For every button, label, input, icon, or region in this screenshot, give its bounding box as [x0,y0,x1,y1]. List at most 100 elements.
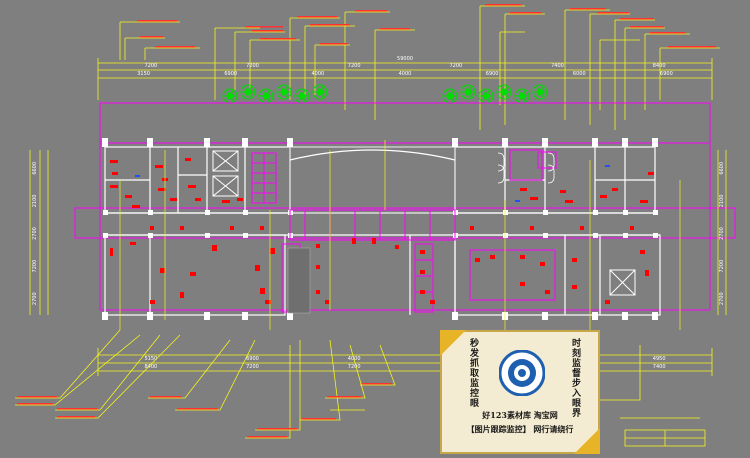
dimension-label: 2700 [719,227,725,240]
column [502,138,508,147]
tree-icon [496,84,512,100]
column [242,312,248,320]
security-equipment [110,158,654,304]
camera-mark [158,188,166,191]
dimension-label: 3150 [137,71,150,77]
dimension-label: 8400 [144,364,157,370]
column [102,312,108,320]
dimension-label: 7200 [348,364,361,370]
camera-mark [170,198,177,201]
camera-mark [572,258,577,262]
top-dimension-chain [97,58,713,100]
camera-mark [270,248,275,254]
watermark-right-text: 时刻监督步入眼界 [570,338,580,418]
column [452,138,458,147]
staircase [251,149,557,313]
camera-mark [612,188,618,191]
dimension-label: 7200 [348,63,361,69]
camera-mark [520,282,525,286]
dimension-label: 7200 [32,260,38,273]
column [242,138,248,147]
dimension-label: 4000 [399,71,412,77]
camera-mark [645,270,649,276]
dimension-label: 4950 [653,356,666,362]
column [287,312,293,320]
blue-fixtures [135,165,610,202]
tree-icon [222,88,238,104]
column [623,233,628,238]
total-dimension-label: 59000 [397,56,413,62]
camera-mark [185,158,191,161]
camera-mark [110,160,118,163]
tree-icon [312,84,328,100]
dimension-label: 6600 [719,162,725,175]
dimension-label: 6900 [224,71,237,77]
column [204,138,210,147]
column [622,138,628,147]
camera-mark [265,300,271,304]
camera-mark [530,197,538,200]
dimension-label: 7200 [449,63,462,69]
camera-mark [255,265,260,271]
camera-mark [230,226,234,230]
camera-mark [132,205,140,208]
column [542,138,548,147]
camera-mark [560,190,566,193]
dimension-label: 7200 [719,260,725,273]
column [148,233,153,238]
column [503,233,508,238]
camera-mark [195,198,201,201]
camera-mark [190,272,196,276]
camera-mark [180,292,184,298]
camera-mark [155,165,163,168]
camera-mark [110,185,118,188]
lift-shafts [212,150,636,296]
camera-mark [160,268,165,273]
camera-mark [640,200,648,203]
column [623,210,628,215]
dimension-label: 4000 [311,71,324,77]
camera-mark [260,288,265,294]
camera-mark [395,245,399,249]
tree-icon [442,88,458,104]
dimension-label: 2100 [32,195,38,208]
camera-mark [150,226,154,230]
tree-icon [460,84,476,100]
camera-mark [530,226,534,230]
column [653,210,658,215]
column [593,210,598,215]
camera-mark [475,258,480,262]
column [243,210,248,215]
camera-mark [180,226,184,230]
watermark-brand: 好123素材库 淘宝网 [482,410,558,420]
tree-icon [258,88,274,104]
camera-mark [600,195,607,198]
column [622,312,628,320]
camera-mark [470,226,474,230]
column [147,312,153,320]
service-shaft [287,247,311,314]
column [205,233,210,238]
cable-runs [119,140,681,335]
dimension-label: 2700 [32,292,38,305]
dimension-label: 7200 [144,63,157,69]
camera-mark [545,290,550,294]
dimension-label: 6000 [573,71,586,77]
camera-mark [150,300,155,304]
camera-mark [125,195,132,198]
camera-mark [640,250,645,254]
camera-mark [212,245,217,251]
column [287,138,293,147]
camera-mark [222,200,230,203]
corner-ornament [440,330,466,356]
column [102,138,108,147]
column [243,233,248,238]
bottom-dimension-chain [97,348,713,376]
column [503,210,508,215]
dimension-label: 2100 [719,195,725,208]
camera-mark [520,255,525,259]
camera-mark [188,185,196,188]
camera-mark [352,238,356,244]
column [204,312,210,320]
